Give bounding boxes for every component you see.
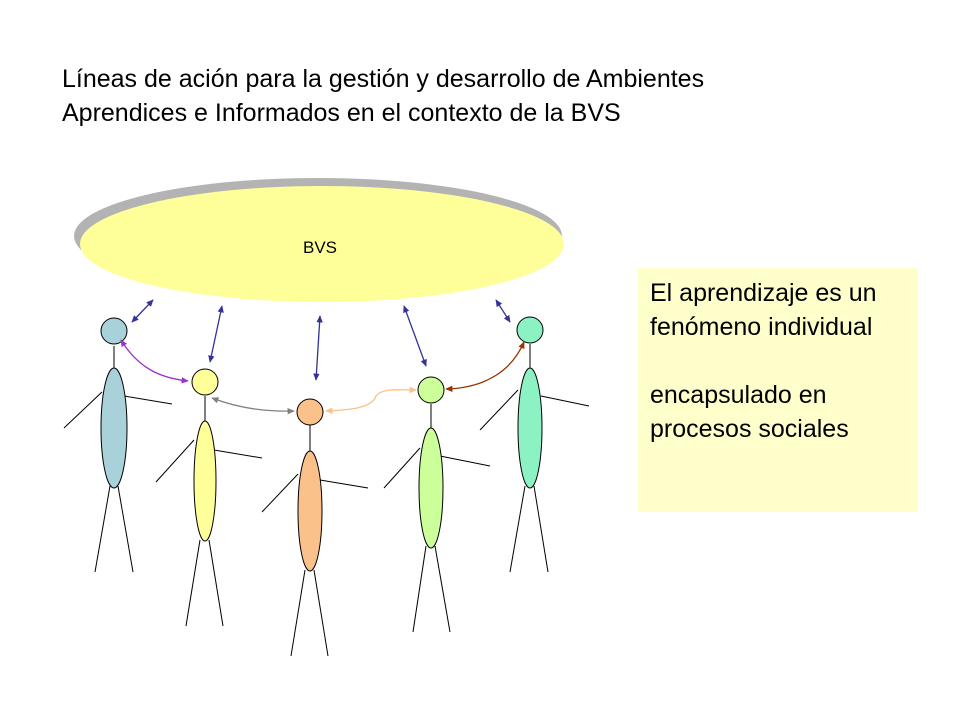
hub-link-1 [131,299,154,323]
note-gap [650,344,908,378]
bvs-hub: BVS [74,178,564,302]
note-box: El aprendizaje es un fenómeno individual… [638,268,918,512]
person-1-body [100,367,128,489]
person-3 [261,398,369,657]
peer-link-1-2 [120,339,189,384]
bvs-hub-ellipse [80,186,564,302]
peer-link-3-4 [325,386,417,414]
title-line-1: Líneas de ación para la gestión y desarr… [62,65,705,93]
person-4-head [417,376,445,404]
peer-link-2-3 [211,397,295,415]
person-3-body [297,450,323,572]
bvs-hub-label: BVS [303,238,337,257]
hub-link-4 [403,305,427,367]
person-2-body [193,420,217,542]
person-5-head [516,316,544,344]
person-4 [383,376,491,633]
hub-links [131,299,511,381]
peer-links [120,339,525,415]
person-4-body [418,427,444,549]
hub-link-5 [495,299,511,323]
peer-link-4-5 [445,341,525,393]
title-line-2: Aprendices e Informados en el contexto d… [62,99,621,127]
person-2 [155,368,263,627]
slide-title: Líneas de ación para la gestión y desarr… [62,62,922,130]
person-5 [479,316,590,573]
person-2-head [191,368,219,396]
person-3-head [296,398,324,426]
person-1-head [100,317,128,345]
hub-link-3 [313,315,323,381]
note-line-1: El aprendizaje es un fenómeno individual [650,279,877,341]
person-1 [63,317,173,573]
person-5-body [517,367,543,489]
hub-link-2 [208,305,224,363]
note-line-2: encapsulado en procesos sociales [650,381,849,443]
